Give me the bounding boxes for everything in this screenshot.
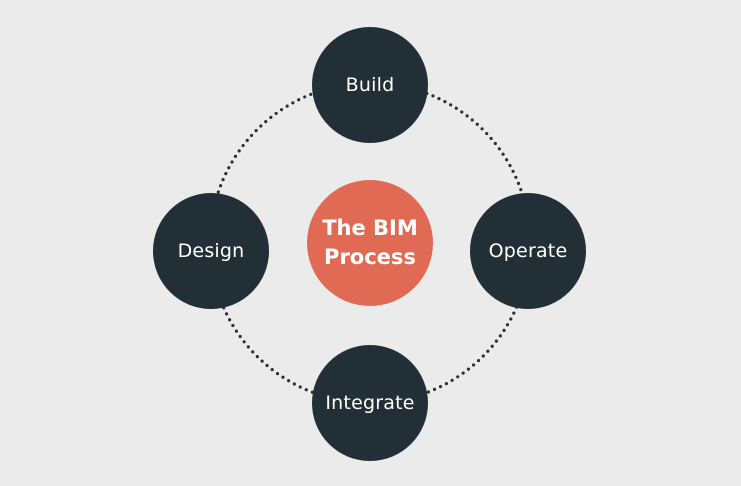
center-title-line2: Process bbox=[324, 245, 416, 269]
center-title-line1: The BIM bbox=[322, 216, 418, 240]
stage-operate: Operate bbox=[470, 193, 586, 309]
stage-design-label: Design bbox=[177, 240, 245, 262]
stage-operate-label: Operate bbox=[488, 240, 568, 262]
stage-build-label: Build bbox=[345, 74, 395, 96]
center-title: The BIM Process bbox=[322, 214, 418, 272]
stage-integrate: Integrate bbox=[312, 345, 428, 461]
center-bim-process: The BIM Process bbox=[307, 180, 433, 306]
stage-design: Design bbox=[153, 193, 269, 309]
stage-build: Build bbox=[312, 27, 428, 143]
stage-integrate-label: Integrate bbox=[325, 392, 415, 414]
